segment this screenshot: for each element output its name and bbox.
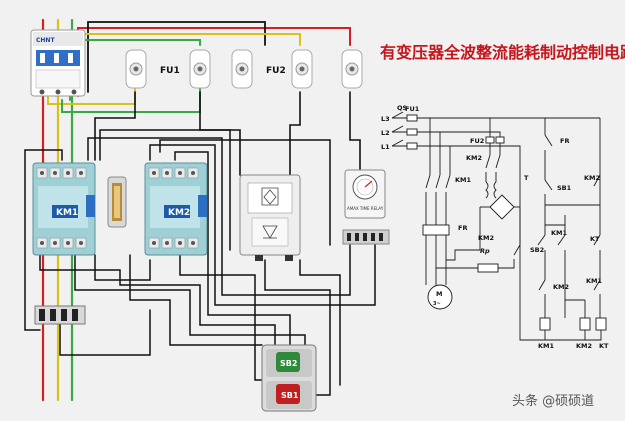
wire-harness-8 — [94, 254, 151, 281]
label-motor: M — [436, 290, 442, 298]
watermark: 头条 @硕硕道 — [512, 393, 594, 409]
sb2-label: SB2 — [280, 359, 297, 368]
label-coil-km1: KM1 — [538, 342, 555, 350]
fuse — [231, 49, 253, 89]
wire-harness-13 — [59, 309, 151, 356]
contactor-km1-label: KM1 — [56, 208, 78, 218]
label-sb1: SB1 — [557, 184, 572, 192]
fu2-label: FU2 — [266, 66, 286, 76]
label-km2-rp: KM2 — [478, 234, 494, 242]
wire-harness-6 — [39, 249, 276, 356]
label-fr-contact: FR — [560, 137, 569, 145]
time-relay-label: AMAX TIME RELAY — [347, 206, 384, 211]
label-km2-main: KM2 — [466, 154, 482, 162]
label-fu2: FU2 — [470, 137, 484, 145]
wire-green-fu — [61, 69, 201, 113]
label-km1-aux: KM1 — [551, 229, 568, 237]
wire-fuse-down-4 — [94, 91, 136, 161]
transformer-rectifier — [239, 174, 301, 261]
label-sb2: SB2 — [530, 246, 544, 254]
wire-harness-14 — [159, 139, 331, 246]
label-rp: Rp — [480, 247, 490, 255]
sb2-button[interactable] — [276, 352, 300, 372]
fu1-label: FU1 — [160, 66, 180, 76]
diagram-title: 有变压器全波整流能耗制动控制电路 — [380, 43, 625, 62]
wire-harness-10 — [299, 259, 341, 386]
push-button-station: SB2 SB1 — [261, 344, 317, 412]
wire-fuse-down-2 — [289, 91, 301, 176]
label-motor-phase: 3~ — [433, 301, 441, 307]
thermal-relay-fr — [107, 176, 127, 228]
breaker-brand: CHNT — [36, 37, 55, 44]
label-km2-nc: KM2 — [584, 174, 600, 182]
schematic-labels: QS L3 L2 L1 FU1 FU2 KM1 KM2 T FR Rp KM2 … — [381, 104, 609, 350]
label-km1-main: KM1 — [455, 176, 472, 184]
fuse-row: FU1 FU2 — [125, 49, 363, 89]
motor-terminal-block — [34, 305, 86, 325]
wire-harness-9 — [264, 259, 331, 396]
fuse — [291, 49, 313, 89]
label-qs: QS — [397, 104, 408, 112]
wire-harness-2 — [87, 137, 351, 296]
wire-harness-7 — [74, 254, 306, 356]
contactor-km2-label: KM2 — [168, 208, 190, 218]
wire-harness-3 — [149, 144, 376, 306]
wire-yellow-top — [55, 33, 301, 97]
schematic — [391, 111, 607, 341]
label-kt-nc: KT — [590, 235, 600, 243]
wire-fuse-down-1 — [199, 91, 241, 176]
contactor-km2: KM2 — [144, 162, 208, 256]
fuse — [125, 49, 147, 89]
wire-fuse-down-3 — [349, 91, 361, 171]
label-km1-interlock: KM1 — [586, 277, 603, 285]
label-l2: L2 — [381, 129, 390, 137]
label-l1: L1 — [381, 143, 390, 151]
wire-harness-5 — [24, 149, 63, 331]
label-fu1: FU1 — [405, 105, 420, 113]
label-l3: L3 — [381, 115, 390, 123]
sb1-label: SB1 — [281, 391, 299, 400]
label-fr-heater: FR — [458, 224, 467, 232]
label-coil-kt: KT — [599, 342, 609, 350]
sb1-button[interactable] — [276, 384, 300, 404]
label-km2-interlock: KM2 — [553, 283, 569, 291]
fuse — [341, 49, 363, 89]
wire-harness-11 — [179, 254, 276, 381]
label-t: T — [524, 174, 529, 182]
wire-harness-12 — [129, 254, 263, 346]
wire-harness-1 — [99, 129, 231, 251]
circuit-breaker: CHNT — [30, 29, 86, 97]
label-coil-km2: KM2 — [576, 342, 592, 350]
wire-harness-4 — [174, 151, 291, 356]
contactor-km1: KM1 — [32, 162, 96, 256]
time-relay-kt: AMAX TIME RELAY — [342, 169, 390, 245]
fuse — [189, 49, 211, 89]
